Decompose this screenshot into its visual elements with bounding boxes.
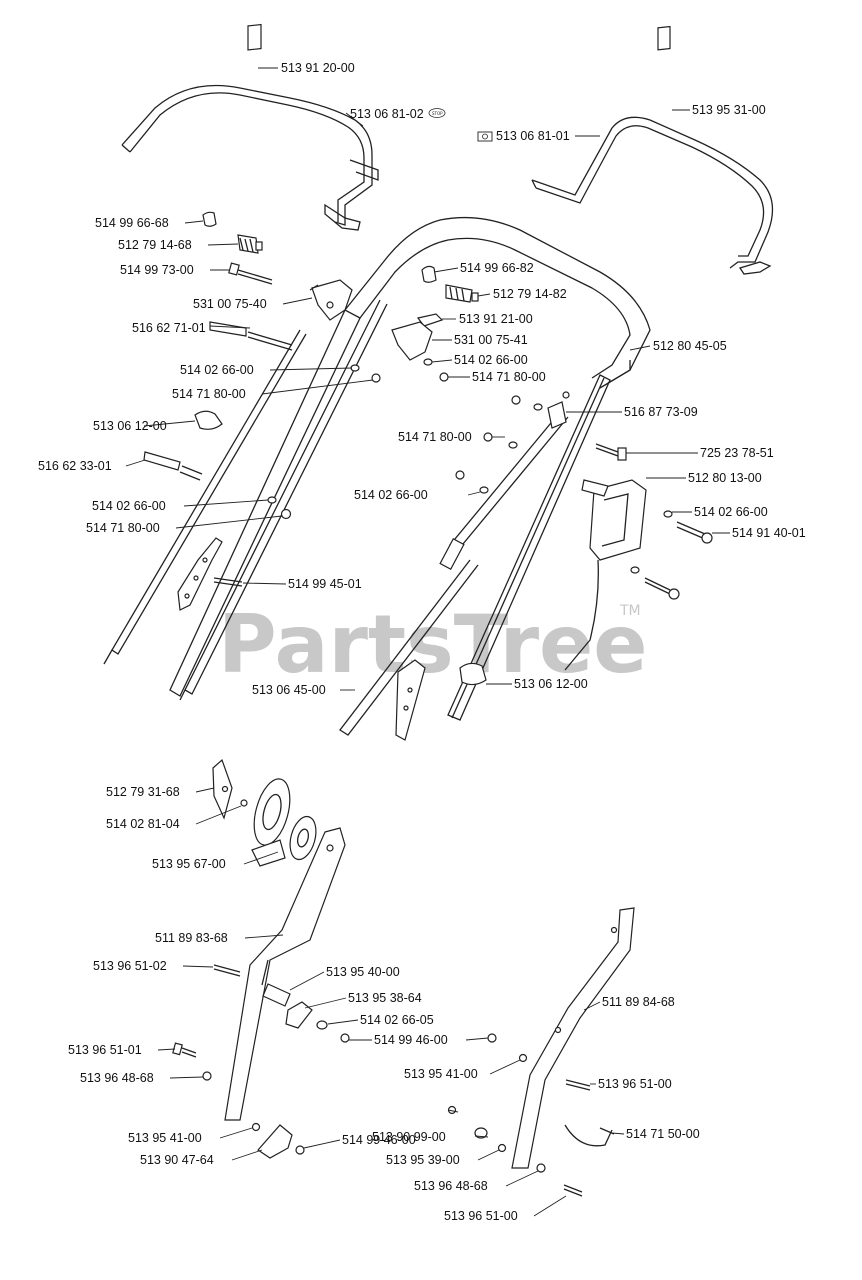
part-label: 513 91 20-00 bbox=[281, 61, 355, 75]
part-label: 514 71 50-00 bbox=[626, 1127, 700, 1141]
part-label: 513 95 31-00 bbox=[692, 103, 766, 117]
part-label: 514 02 66-00 bbox=[454, 353, 528, 367]
part-label: 516 62 71-01 bbox=[132, 321, 206, 335]
part-label: 513 06 45-00 bbox=[252, 683, 326, 697]
part-label: 514 71 80-00 bbox=[398, 430, 472, 444]
decal-left bbox=[247, 23, 262, 51]
part-label: 514 99 73-00 bbox=[120, 263, 194, 277]
part-label: 513 91 21-00 bbox=[459, 312, 533, 326]
watermark-text: PartsTree bbox=[218, 598, 648, 691]
part-label: 514 71 80-00 bbox=[472, 370, 546, 384]
part-label: 514 02 66-00 bbox=[180, 363, 254, 377]
decal-right bbox=[657, 25, 671, 51]
part-label: 512 79 14-68 bbox=[118, 238, 192, 252]
part-label: 514 02 66-05 bbox=[360, 1013, 434, 1027]
main-handle-frame bbox=[169, 216, 651, 741]
part-label: 513 96 48-68 bbox=[414, 1179, 488, 1193]
part-label: 514 71 80-00 bbox=[86, 521, 160, 535]
part-label: 514 99 66-68 bbox=[95, 216, 169, 230]
part-label: 516 87 73-09 bbox=[624, 405, 698, 419]
part-label: 514 71 80-00 bbox=[172, 387, 246, 401]
part-label: 514 02 81-04 bbox=[106, 817, 180, 831]
part-label: 513 95 40-00 bbox=[326, 965, 400, 979]
part-label: 511 89 84-68 bbox=[602, 995, 675, 1009]
part-label: 513 06 12-00 bbox=[93, 419, 167, 433]
part-label: 513 95 38-64 bbox=[348, 991, 422, 1005]
part-label: 514 99 46-00 bbox=[342, 1133, 416, 1147]
part-label: 514 91 40-01 bbox=[732, 526, 806, 540]
part-label: 513 06 12-00 bbox=[514, 677, 588, 691]
part-label: 513 95 67-00 bbox=[152, 857, 226, 871]
stop-badge-text: STOP bbox=[432, 111, 443, 116]
part-label: 513 06 81-02 bbox=[350, 107, 424, 121]
part-label: 514 99 66-82 bbox=[460, 261, 534, 275]
part-label: 512 79 14-82 bbox=[493, 287, 567, 301]
part-label: 512 80 13-00 bbox=[688, 471, 762, 485]
part-label: 513 96 51-01 bbox=[68, 1043, 142, 1057]
part-label: 513 95 39-00 bbox=[386, 1153, 460, 1167]
part-label: 513 96 48-68 bbox=[80, 1071, 154, 1085]
part-label: 513 06 81-01 bbox=[496, 129, 570, 143]
upper-handle-right bbox=[531, 116, 774, 275]
part-label: 516 62 33-01 bbox=[38, 459, 112, 473]
components bbox=[143, 211, 713, 686]
part-label: 725 23 78-51 bbox=[700, 446, 774, 460]
part-label: 514 02 66-00 bbox=[354, 488, 428, 502]
part-label: 513 96 51-00 bbox=[444, 1209, 518, 1223]
part-label: 513 90 47-64 bbox=[140, 1153, 214, 1167]
part-label: 513 96 51-02 bbox=[93, 959, 167, 973]
part-label: 513 95 41-00 bbox=[404, 1067, 478, 1081]
part-label: 514 02 66-00 bbox=[92, 499, 166, 513]
part-label: 531 00 75-41 bbox=[454, 333, 528, 347]
part-label: 513 90 99-00 bbox=[372, 1130, 446, 1144]
camera-badge-right bbox=[477, 131, 493, 142]
part-label: 531 00 75-40 bbox=[193, 297, 267, 311]
stop-badge-left: STOP bbox=[428, 108, 446, 118]
upper-handle-left bbox=[121, 84, 379, 231]
left-lower-rods bbox=[103, 299, 388, 701]
watermark-tm: TM bbox=[619, 603, 641, 619]
part-label: 513 95 41-00 bbox=[128, 1131, 202, 1145]
part-label: 513 96 51-00 bbox=[598, 1077, 672, 1091]
part-label: 512 80 45-05 bbox=[653, 339, 727, 353]
part-label: 514 99 45-01 bbox=[288, 577, 362, 591]
lower-components bbox=[172, 758, 635, 1197]
part-label: 511 89 83-68 bbox=[155, 931, 228, 945]
part-labels: 513 91 20-00 513 06 81-02 513 95 31-00 5… bbox=[38, 61, 806, 1223]
part-label: 514 99 46-00 bbox=[374, 1033, 448, 1047]
part-label: 514 02 66-00 bbox=[694, 505, 768, 519]
part-label: 512 79 31-68 bbox=[106, 785, 180, 799]
leader-lines bbox=[125, 67, 730, 1217]
